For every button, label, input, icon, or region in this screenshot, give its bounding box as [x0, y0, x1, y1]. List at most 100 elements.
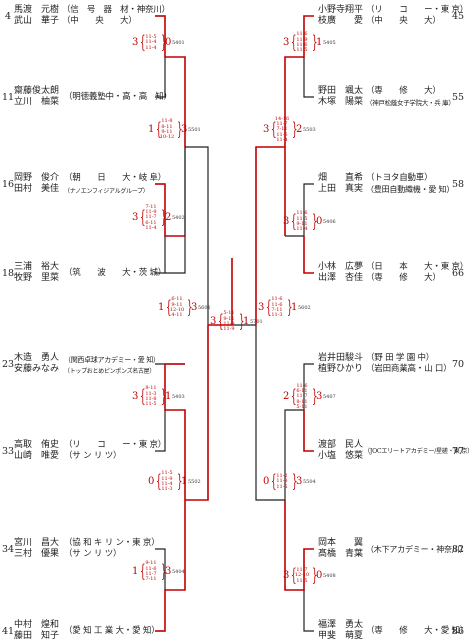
pair-names: 馬渡 元樹武山 華子	[14, 5, 60, 26]
game-score: 12-10	[294, 572, 310, 579]
game-score: 11-8	[276, 478, 288, 485]
game-score: 11-5	[161, 470, 173, 477]
games-won-right: 0	[165, 36, 172, 48]
games-won-left: 3	[132, 36, 139, 48]
game-score: 11-6	[296, 42, 308, 48]
game-score: 11-6	[271, 301, 283, 308]
brace-right: }	[311, 386, 318, 407]
match-number: 5502	[188, 478, 201, 485]
game-score: 7-11	[271, 307, 283, 313]
games-won-left: 1	[158, 301, 165, 313]
match-number: 5701	[250, 318, 263, 325]
affiliation: （専 修 大）	[366, 86, 441, 96]
brace-right: }	[160, 385, 167, 407]
pair-names: 小野寺翔平枝廣 愛	[318, 5, 364, 26]
affiliation: （朝 日 大・岐 阜）	[64, 173, 167, 183]
game-score: 5-11	[296, 404, 308, 411]
brace-right: }	[160, 32, 167, 53]
pair-names: 小林 広夢出澤 杏佳	[318, 262, 364, 283]
game-score: 11-3	[161, 486, 173, 493]
brace-right: }	[176, 470, 183, 492]
game-score: 11-5	[145, 401, 157, 408]
brace-right: }	[160, 560, 167, 582]
affiliation: （愛 知 工 業 大・愛 知）	[64, 626, 160, 636]
games-won-left: 3	[132, 212, 139, 223]
game-score: 11-7	[296, 393, 308, 400]
game-score: 11-7	[276, 120, 288, 127]
brace-right: }	[291, 471, 298, 492]
game-score: 11-8	[161, 118, 173, 125]
game-score: 11-6	[145, 565, 157, 572]
game-score: 5-11	[223, 310, 235, 317]
brace-left: {	[217, 310, 224, 332]
match-number: 5504	[303, 478, 316, 485]
game-score: 11-4	[296, 226, 308, 233]
affiliation: （明徳義塾中・高・高 知）	[64, 92, 172, 102]
match-number: 5406	[323, 218, 336, 225]
pair-names: 畑 直希上田 真実	[318, 173, 364, 194]
game-score: 6-11	[171, 296, 183, 303]
pair-names: 木造 勇人安藤みなみ	[14, 353, 60, 374]
pair-names: 三浦 裕大牧野 里菜	[14, 262, 60, 283]
games-won-right: 1	[181, 475, 188, 487]
game-score: 11-7	[145, 214, 157, 221]
game-score: 11-6	[296, 31, 308, 38]
game-score: 11-4	[161, 481, 173, 487]
seed-number: 77	[452, 446, 465, 457]
affiliation: （木下アカデミー・神奈川）	[366, 545, 468, 554]
game-score: 8-11	[161, 123, 173, 130]
seed-number: 33	[2, 446, 15, 457]
game-score: 11-5	[296, 577, 308, 584]
games-won-right: 3	[296, 475, 303, 487]
game-score: 9-11	[296, 221, 308, 227]
seed-number: 82	[452, 544, 465, 555]
affiliation: （リ コ ー・東 京）	[64, 440, 167, 450]
games-won-right: 0	[316, 569, 323, 581]
games-won-left: 3	[283, 569, 290, 581]
seed-number: 4	[5, 11, 12, 22]
game-score: 11-5	[145, 33, 157, 40]
brace-left: {	[290, 386, 297, 407]
game-score: 9-11	[171, 301, 183, 308]
game-score: 6-11	[296, 387, 308, 394]
game-score: 14-16	[274, 115, 290, 122]
affiliation: （サ ン リ ツ）	[64, 451, 122, 461]
pair-names: 高取 侑史山崎 唯愛	[14, 440, 60, 461]
pair-names: 宮川 昌大三村 優果	[14, 538, 60, 559]
brace-right: }	[186, 296, 193, 318]
match-number: 5501	[188, 126, 201, 133]
games-won-left: 3	[283, 215, 290, 227]
game-score: 11-8	[145, 396, 157, 402]
game-score: 11-6	[296, 382, 308, 389]
affiliation: （神戸松蔭女子学院大・兵 庫）	[366, 99, 455, 107]
brace-left: {	[265, 296, 272, 318]
brace-left: {	[139, 385, 146, 407]
game-score: 11-4	[276, 137, 288, 144]
games-won-right: 3	[316, 391, 323, 402]
affiliation: （JOCエリートアカデミー/星槎・東 京）	[364, 448, 469, 455]
brace-left: {	[165, 296, 172, 318]
pair-names: 岩井田駿斗植野ひかり	[318, 353, 364, 374]
game-score: 11-3	[145, 390, 157, 397]
game-score: 12-10	[169, 307, 185, 313]
game-score: 11-2	[276, 472, 288, 479]
game-score: 8-11	[296, 398, 308, 405]
brace-right: }	[160, 207, 167, 228]
game-score: 11-6	[271, 296, 283, 303]
brace-right: }	[311, 565, 318, 586]
affiliation: （関西卓球アカデミー・愛 知）	[64, 356, 160, 364]
